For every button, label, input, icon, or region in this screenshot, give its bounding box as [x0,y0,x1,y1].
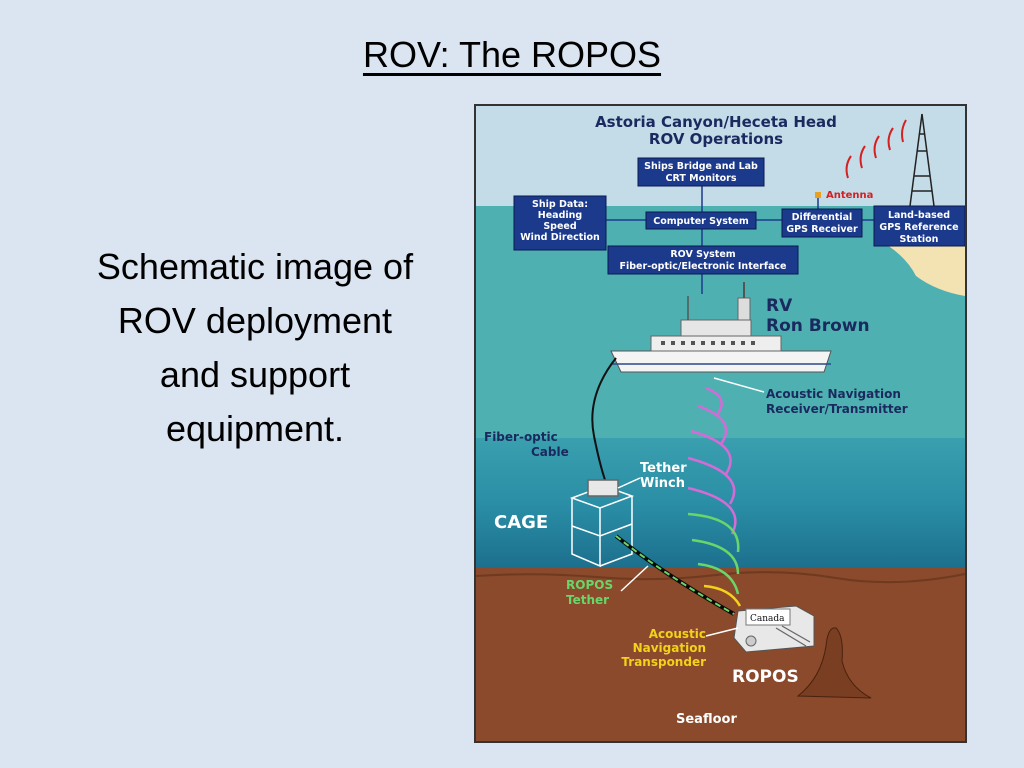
tether-winch-label: Tether [640,461,687,476]
land-mass [881,241,965,296]
svg-text:Speed: Speed [543,221,576,232]
svg-text:ROV System: ROV System [670,249,735,260]
ropos-tether-label: Tether [566,593,609,607]
differential-gps-box: Differential GPS Receiver [781,208,863,238]
ship-data-box: Ship Data: Heading Speed Wind Direction [513,195,607,251]
transponder-label: Navigation [633,641,706,655]
acoustic-signal-waves [687,386,742,607]
svg-text:Differential: Differential [792,212,853,223]
svg-text:Wind Direction: Wind Direction [520,232,600,243]
land-gps-station-box: Land-based GPS Reference Station [873,205,965,247]
computer-system-box: Computer System [645,211,757,230]
acoustic-rx-label: Acoustic Navigation [766,387,901,401]
svg-text:GPS Receiver: GPS Receiver [786,224,858,235]
seafloor-label: Seafloor [676,712,737,727]
fiber-optic-label: Fiber-optic [484,430,558,444]
acoustic-rx-leader [713,377,765,393]
svg-text:Land-based: Land-based [888,210,950,221]
svg-text:GPS Reference: GPS Reference [879,222,958,233]
antenna-icon [815,192,821,198]
fiber-optic-label: Cable [531,445,569,459]
svg-text:Fiber-optic/Electronic Interfa: Fiber-optic/Electronic Interface [620,261,787,272]
seafloor-texture [476,571,965,584]
radio-tower-icon [909,113,935,207]
transponder-leader [705,627,739,637]
caption-line: equipment. [165,408,345,449]
diagram-subtitle: ROV Operations [649,130,783,148]
rov-deployment-diagram: Astoria Canyon/Heceta Head ROV Operation… [474,104,967,743]
svg-text:Heading: Heading [538,210,582,221]
ropos-tether-leader [620,565,649,592]
transponder-label: Transponder [621,655,706,669]
caption-line: and support [159,354,351,395]
caption-line: ROV deployment [117,300,393,341]
svg-text:Station: Station [900,234,939,245]
radio-waves-icon [845,119,907,179]
tether-winch-leader [617,477,641,489]
ropos-tether-stripe [615,535,735,615]
sky-background [476,106,965,206]
svg-text:Ship Data:: Ship Data: [532,199,588,210]
rov-system-box: ROV System Fiber-optic/Electronic Interf… [607,245,799,275]
ropos-label: ROPOS [732,667,799,687]
ships-bridge-box: Ships Bridge and Lab CRT Monitors [637,157,765,187]
slide-title: ROV: The ROPOS [362,34,662,75]
ropos-vehicle-icon [733,605,815,653]
ropos-tether-label: ROPOS [566,578,613,592]
acoustic-rx-label: Receiver/Transmitter [766,402,908,416]
svg-text:CRT Monitors: CRT Monitors [665,173,736,184]
canada-label: Canada [750,614,785,624]
tether-winch-label: Winch [640,476,685,491]
rv-label: RV [766,296,793,316]
svg-text:Ships Bridge and Lab: Ships Bridge and Lab [644,161,758,172]
system-connectors [606,186,874,294]
slide-caption: Schematic image of ROV deployment and su… [60,240,450,456]
ron-brown-label: Ron Brown [766,316,870,336]
seafloor-ground [476,568,965,741]
antenna-label: Antenna [826,190,873,201]
svg-text:Computer System: Computer System [653,216,749,227]
fiber-optic-cable [591,357,617,489]
cage-label: CAGE [494,512,548,533]
diagram-title: Astoria Canyon/Heceta Head [595,113,837,131]
ship-icon [610,282,832,373]
transponder-label: Acoustic [649,627,706,641]
seafloor-rock [796,627,872,699]
caption-line: Schematic image of [96,246,414,287]
